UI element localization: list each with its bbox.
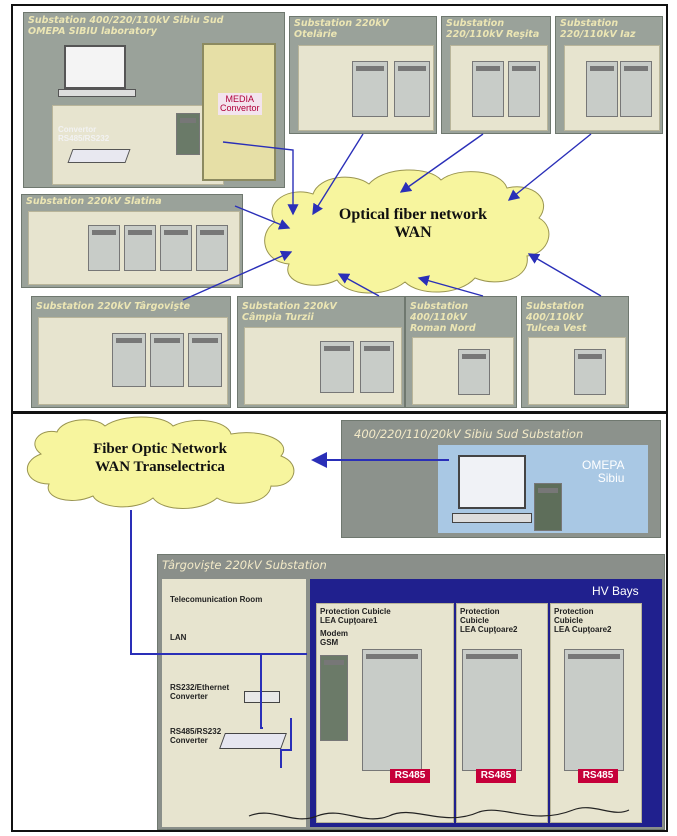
rs485-twisted-pair-1 <box>248 812 390 820</box>
sibiu-sud-lab-box: Substation 400/220/110kV Sibiu Sud OMEPA… <box>23 12 285 188</box>
omepa-computer-icon <box>458 455 526 509</box>
modem-icon <box>176 113 200 155</box>
rs485-tag-2: RS485 <box>476 769 516 783</box>
telecom-room-label: Telecomunication Room <box>170 595 263 604</box>
keyboard-icon <box>58 89 136 97</box>
campia-meter-1 <box>320 341 354 393</box>
omepa-lab-title: OMEPA SIBIU laboratory <box>28 26 157 37</box>
computer-icon <box>64 45 126 89</box>
omepa-modem-icon <box>534 483 562 531</box>
slatina-meter-4 <box>196 225 228 271</box>
energy-meter-1 <box>362 649 422 771</box>
iaz-title: Substation 220/110kV Iaz <box>560 18 636 40</box>
iaz-meter-1 <box>586 61 618 117</box>
targoviste-substation-title: Târgovişte 220kV Substation <box>162 558 327 572</box>
arrow-from-iaz <box>507 133 592 201</box>
arrow-from-targoviste <box>182 250 293 301</box>
sibiu-sud-substation-title: 400/220/110/20kV Sibiu Sud Substation <box>354 427 584 441</box>
resita-meter-1 <box>472 61 504 117</box>
top-panel: Substation 400/220/110kV Sibiu Sud OMEPA… <box>11 4 668 413</box>
targoviste-substation-detail-box: Târgovişte 220kV Substation Telecomunica… <box>157 554 665 830</box>
iaz-meter-2 <box>620 61 652 117</box>
omepa-keyboard-icon <box>452 513 532 523</box>
cubicle-2-label: Protection Cubicle LEA Cupţoare2 <box>460 607 518 634</box>
telecom-room-area <box>162 579 306 827</box>
arrow-from-campia <box>337 273 380 297</box>
campia-turzii-substation-box: Substation 220kV Câmpia Turzii <box>237 296 405 408</box>
rs485-tag-3: RS485 <box>578 769 618 783</box>
arrow-from-tulcea <box>527 253 602 297</box>
targoviste-meter-2 <box>150 333 184 387</box>
arrow-from-sibiu <box>222 141 299 216</box>
optical-fiber-network-label: Optical fiber network WAN <box>338 206 488 241</box>
campia-turzii-title: Substation 220kV Câmpia Turzii <box>242 301 337 323</box>
modem-gsm-label: Modem GSM <box>320 629 348 647</box>
rs485-twisted-pair-2 <box>388 809 574 819</box>
resita-meter-2 <box>508 61 540 117</box>
iaz-substation-box: Substation 220/110kV Iaz <box>555 16 663 134</box>
slatina-substation-box: Substation 220kV Slatina <box>21 194 243 288</box>
roman-nord-title: Substation 400/110kV Roman Nord <box>410 301 476 334</box>
top-network-graphic <box>182 133 602 301</box>
lan-label: LAN <box>170 633 187 642</box>
slatina-meter-2 <box>124 225 156 271</box>
cubicle-1-label: Protection Cubicle LEA Cupţoare1 <box>320 607 391 625</box>
bottom-network-graphic <box>26 416 630 820</box>
roman-meter-1 <box>458 349 490 395</box>
targoviste-meter-1 <box>112 333 146 387</box>
arrow-from-roman <box>417 275 484 297</box>
optical-fiber-cloud <box>264 169 550 294</box>
sibiu-sud-substation-box: 400/220/110/20kV Sibiu Sud Substation OM… <box>341 420 661 538</box>
converter-link <box>280 718 292 768</box>
cubicle-3-label: Protection Cubicle LEA Cupţoare2 <box>554 607 612 634</box>
fiber-optic-cloud <box>26 416 295 509</box>
targoviste-substation-box: Substation 220kV Târgovişte <box>31 296 231 408</box>
rs485-rs232-label: RS485/RS232 Converter <box>170 727 222 745</box>
targoviste-meter-3 <box>188 333 222 387</box>
tulcea-vest-title: Substation 400/110kV Tulcea Vest <box>526 301 587 334</box>
slatina-meter-1 <box>88 225 120 271</box>
lan-bus-link <box>260 654 263 729</box>
rs485-tag-1: RS485 <box>390 769 430 783</box>
arrow-from-resita <box>399 133 484 193</box>
resita-substation-box: Substation 220/110kV Reşita <box>441 16 551 134</box>
arrow-from-slatina <box>234 205 291 230</box>
hv-bays-label: HV Bays <box>592 584 639 598</box>
otelarie-meter-2 <box>394 61 430 117</box>
sibiu-sud-title: Substation 400/220/110kV Sibiu Sud <box>28 15 224 26</box>
omepa-sibiu-label: OMEPA Sibiu <box>582 458 625 485</box>
cloud-to-targoviste-link <box>130 510 307 655</box>
campia-meter-2 <box>360 341 394 393</box>
resita-title: Substation 220/110kV Reşita <box>446 18 540 40</box>
tulcea-meter-1 <box>574 349 606 395</box>
media-converter-label: MEDIA Convertor <box>218 93 262 115</box>
targoviste-title: Substation 220kV Târgovişte <box>36 301 191 312</box>
otelarie-substation-box: Substation 220kV Otelărie <box>289 16 437 134</box>
bottom-panel: 400/220/110/20kV Sibiu Sud Substation OM… <box>11 412 668 832</box>
fiber-optic-network-label: Fiber Optic Network WAN Transelectrica <box>93 441 227 475</box>
gsm-modem-icon <box>320 655 348 741</box>
arrow-from-otelarie <box>312 133 364 216</box>
rs485-twisted-pair-3 <box>572 807 630 813</box>
otelarie-meter-1 <box>352 61 388 117</box>
rs232-ethernet-label: RS232/Ethernet Converter <box>170 683 230 701</box>
tulcea-vest-substation-box: Substation 400/110kV Tulcea Vest <box>521 296 629 408</box>
otelarie-title: Substation 220kV Otelărie <box>294 18 389 40</box>
roman-nord-substation-box: Substation 400/110kV Roman Nord <box>405 296 517 408</box>
rs485-rs232-converter-label: Convertor RS485/RS232 <box>58 125 110 143</box>
slatina-meter-3 <box>160 225 192 271</box>
slatina-title: Substation 220kV Slatina <box>26 196 162 207</box>
